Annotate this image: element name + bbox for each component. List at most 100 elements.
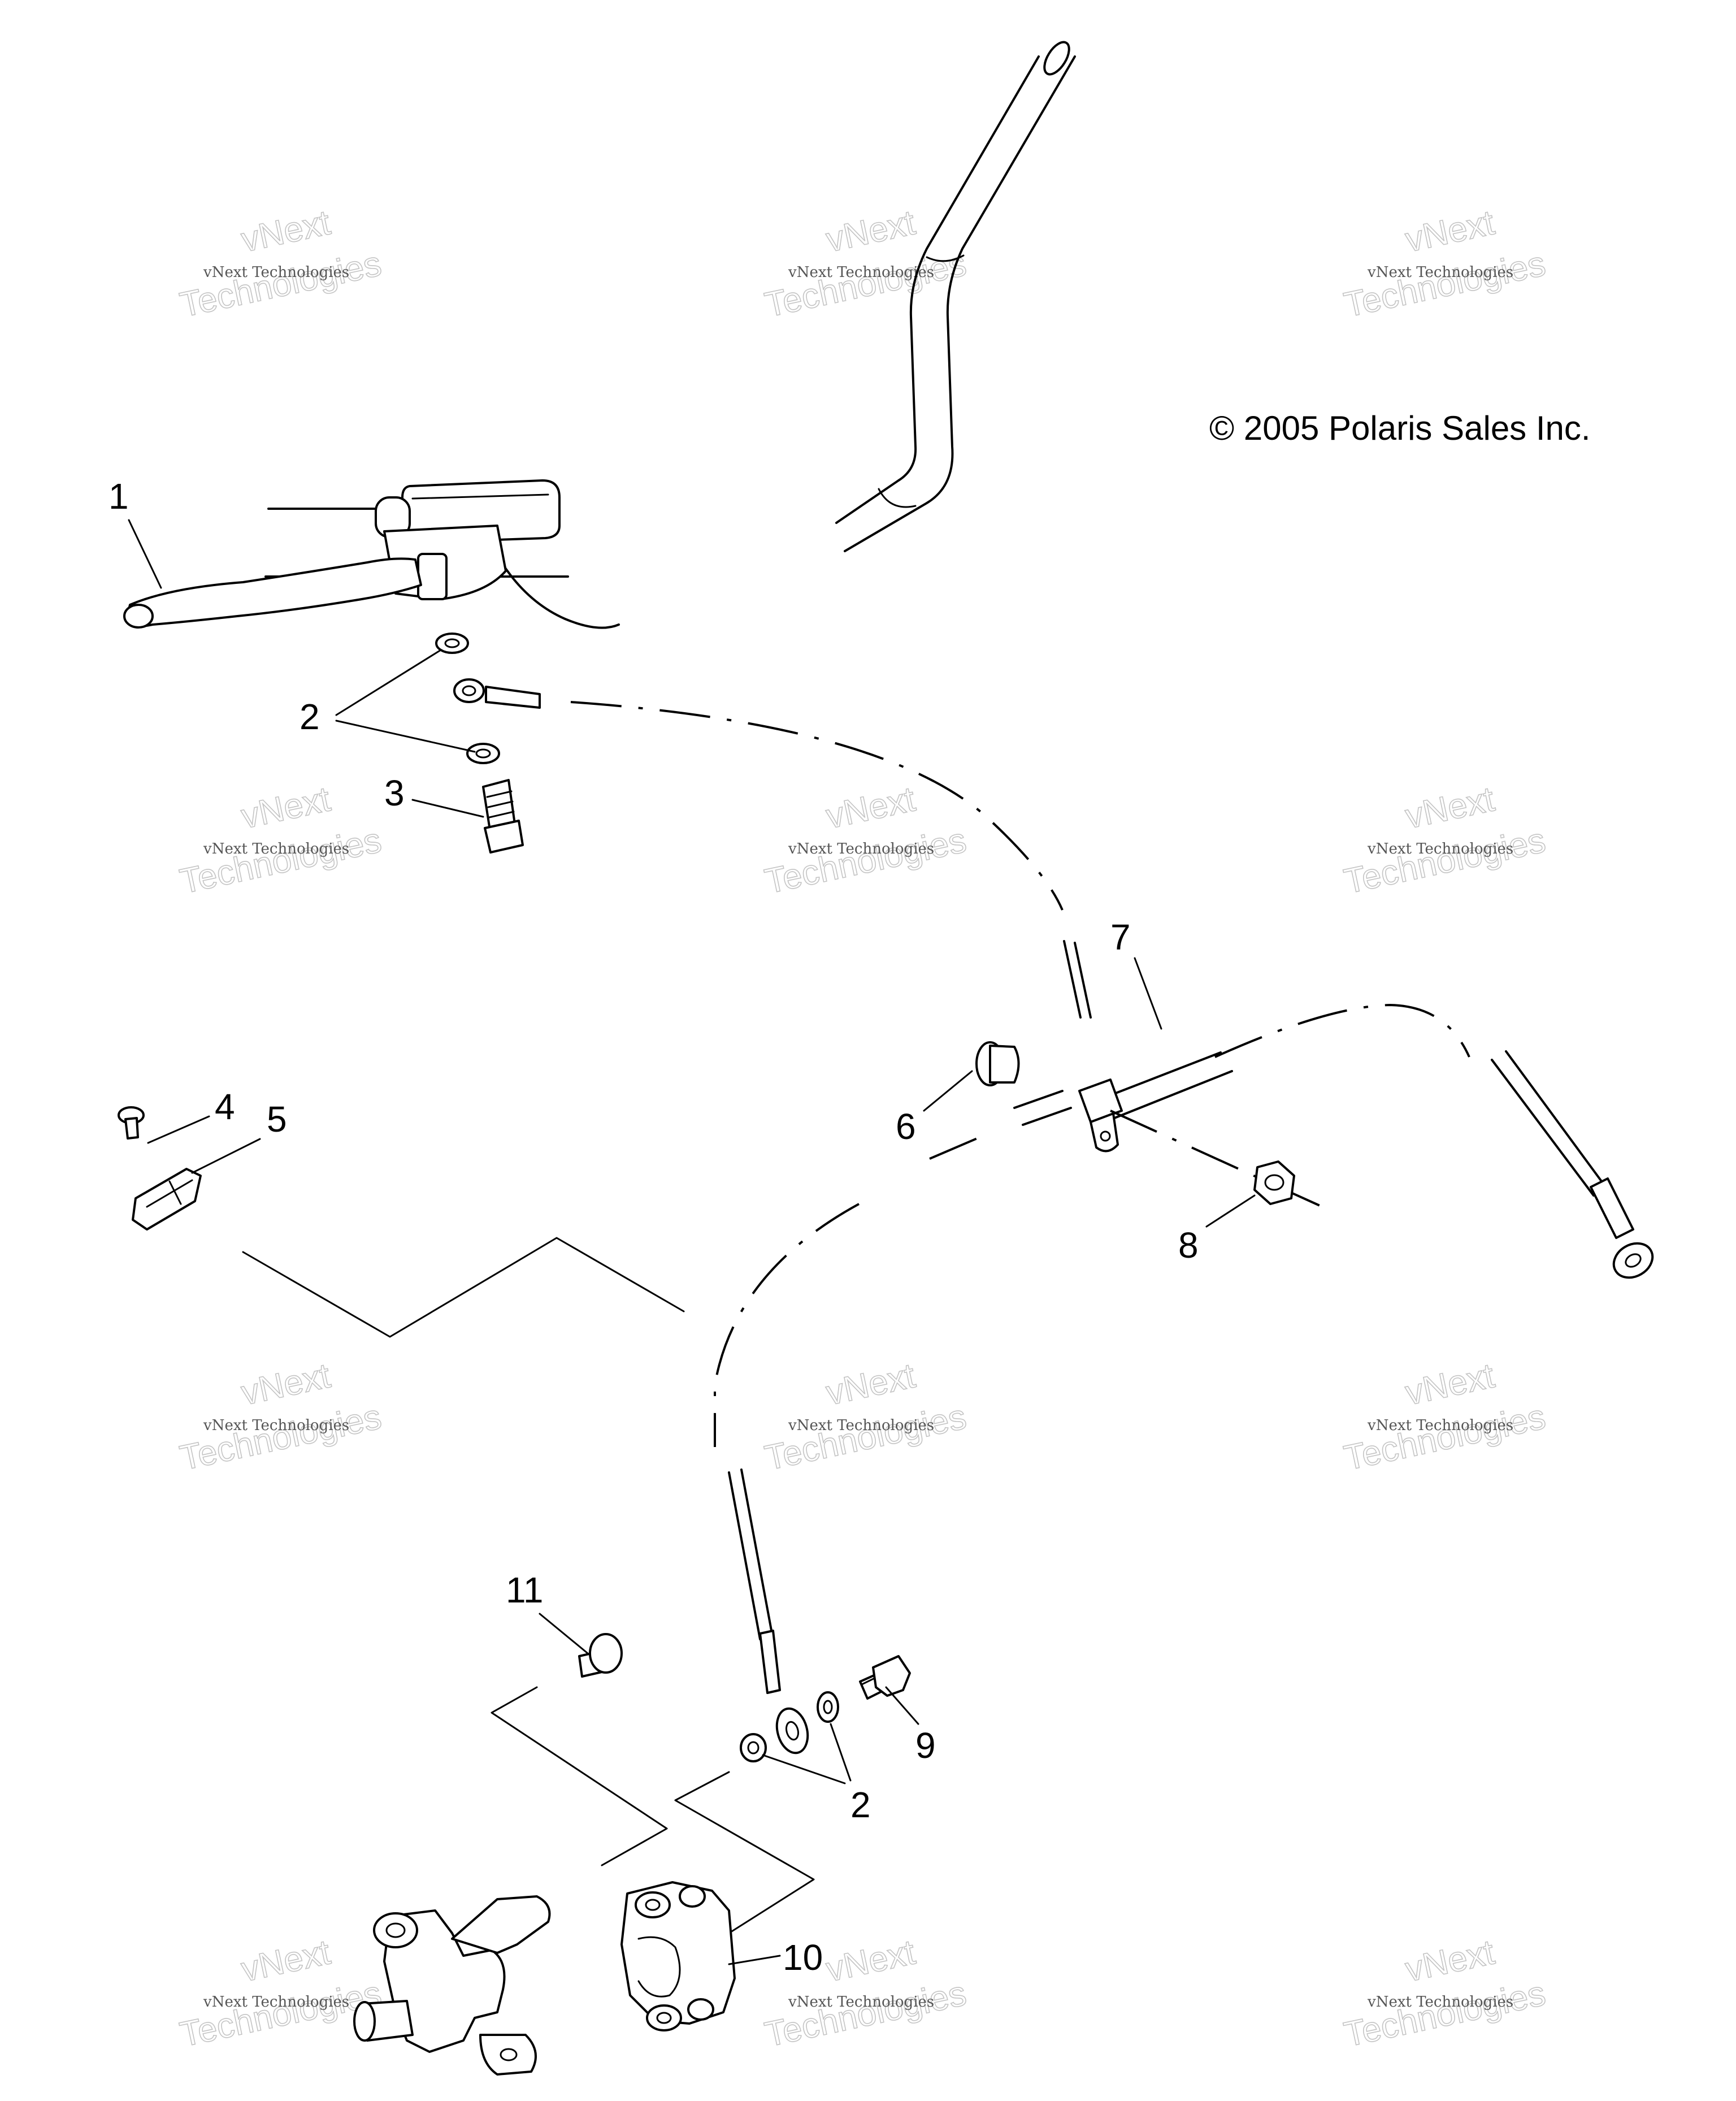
banjo-fitting-lower xyxy=(775,1707,809,1755)
svg-text:vNext Technologies: vNext Technologies xyxy=(788,264,934,281)
svg-text:Technologies: Technologies xyxy=(762,1397,970,1478)
svg-text:vNext Technologies: vNext Technologies xyxy=(203,1417,349,1434)
svg-text:vNext Technologies: vNext Technologies xyxy=(788,1994,934,2011)
svg-text:vNext: vNext xyxy=(823,779,918,836)
junction-bolt xyxy=(975,1041,1020,1086)
svg-text:vNext: vNext xyxy=(238,779,333,836)
callout-11: 11 xyxy=(506,1570,589,1654)
svg-text:Technologies: Technologies xyxy=(762,821,970,902)
banjo-bolt xyxy=(482,779,524,854)
svg-text:vNext: vNext xyxy=(1402,1933,1498,1989)
callout-3: 3 xyxy=(384,773,484,818)
callout-2-lower: 2 xyxy=(762,1723,871,1825)
svg-text:11: 11 xyxy=(506,1570,543,1610)
brake-line-junction xyxy=(1013,1003,1470,1208)
crush-washer-lower-a xyxy=(817,1691,839,1723)
svg-text:vNext: vNext xyxy=(238,203,333,259)
watermark: vNext Technologies vNext Technologies xyxy=(1340,1932,1550,2055)
svg-text:vNext: vNext xyxy=(823,1933,918,1989)
master-cylinder-lever xyxy=(123,479,561,629)
svg-text:vNext: vNext xyxy=(1402,779,1498,836)
brake-line-upper xyxy=(570,701,1092,1019)
crush-washer-lower-b xyxy=(740,1733,767,1762)
junction-nut xyxy=(1253,1160,1295,1205)
watermark: vNext Technologies vNext Technologies xyxy=(1340,779,1550,902)
svg-text:Technologies: Technologies xyxy=(762,1974,970,2055)
svg-text:vNext Technologies: vNext Technologies xyxy=(788,841,934,857)
svg-text:vNext Technologies: vNext Technologies xyxy=(1367,1994,1513,2011)
brake-line-right xyxy=(1491,1050,1654,1279)
brake-line-lower xyxy=(714,1132,989,1694)
clip-screw xyxy=(118,1106,145,1140)
svg-text:6: 6 xyxy=(896,1106,916,1147)
svg-text:Technologies: Technologies xyxy=(1341,244,1549,325)
watermark: vNext Technologies vNext Technologies xyxy=(1340,1355,1550,1478)
banjo-fitting-upper xyxy=(453,678,541,709)
svg-text:vNext Technologies: vNext Technologies xyxy=(1367,1417,1513,1434)
svg-text:Technologies: Technologies xyxy=(1341,1974,1549,2055)
assembly-leader-b xyxy=(674,1771,815,1934)
svg-text:1: 1 xyxy=(108,476,129,517)
callout-8: 8 xyxy=(1178,1194,1256,1266)
watermark: vNext Technologies vNext Technologies xyxy=(1340,202,1550,325)
watermark: vNext Technologies vNext Technologies xyxy=(176,1355,385,1478)
callout-6: 6 xyxy=(896,1070,973,1147)
svg-text:vNext: vNext xyxy=(238,1933,333,1989)
svg-text:vNext Technologies: vNext Technologies xyxy=(788,1417,934,1434)
svg-text:vNext Technologies: vNext Technologies xyxy=(203,1994,349,2011)
svg-text:Technologies: Technologies xyxy=(1341,1397,1549,1478)
copyright-text: © 2005 Polaris Sales Inc. xyxy=(1209,409,1591,447)
steering-knuckle xyxy=(353,1895,551,2076)
callout-9: 9 xyxy=(885,1686,936,1766)
crush-washer-upper-a xyxy=(435,633,469,654)
svg-text:10: 10 xyxy=(783,1937,823,1978)
callout-1: 1 xyxy=(108,476,162,589)
svg-text:vNext Technologies: vNext Technologies xyxy=(1367,841,1513,857)
svg-text:Technologies: Technologies xyxy=(177,244,385,325)
svg-text:vNext: vNext xyxy=(823,1356,918,1413)
watermark: vNext Technologies vNext Technologies xyxy=(761,1355,970,1478)
callout-4: 4 xyxy=(147,1086,235,1144)
svg-text:Technologies: Technologies xyxy=(177,821,385,902)
watermark: vNext Technologies vNext Technologies xyxy=(761,779,970,902)
watermark: vNext Technologies vNext Technologies xyxy=(176,1932,385,2055)
banjo-bolt-lower xyxy=(859,1655,911,1700)
svg-text:2: 2 xyxy=(300,696,320,737)
svg-text:vNext: vNext xyxy=(1402,203,1498,259)
svg-text:5: 5 xyxy=(267,1099,287,1140)
watermark-layer: vNext Technologies vNext Technologies vN… xyxy=(176,202,1550,2055)
brake-line-clip xyxy=(132,1168,202,1231)
svg-text:2: 2 xyxy=(850,1784,871,1825)
svg-text:9: 9 xyxy=(915,1725,936,1766)
clip-leader-zigzag xyxy=(242,1237,685,1338)
watermark: vNext Technologies vNext Technologies xyxy=(176,779,385,902)
handlebar xyxy=(264,41,1076,629)
brake-caliper xyxy=(620,1881,736,2031)
callout-10: 10 xyxy=(728,1937,823,1978)
svg-text:4: 4 xyxy=(215,1086,235,1127)
svg-text:vNext: vNext xyxy=(823,203,918,259)
caliper-mount-bolt xyxy=(578,1633,623,1678)
banjo-fitting-right xyxy=(1612,1242,1654,1279)
callout-2-upper: 2 xyxy=(300,649,476,753)
svg-text:3: 3 xyxy=(384,773,405,813)
callout-7: 7 xyxy=(1110,917,1162,1030)
svg-text:vNext Technologies: vNext Technologies xyxy=(1367,264,1513,281)
svg-text:Technologies: Technologies xyxy=(177,1974,385,2055)
callouts: 1 2 3 4 5 6 7 8 xyxy=(108,476,1256,1978)
watermark: vNext Technologies vNext Technologies xyxy=(176,202,385,325)
svg-text:vNext Technologies: vNext Technologies xyxy=(203,264,349,281)
svg-text:Technologies: Technologies xyxy=(177,1397,385,1478)
crush-washer-upper-b xyxy=(466,743,500,764)
svg-text:8: 8 xyxy=(1178,1225,1199,1266)
svg-text:vNext: vNext xyxy=(238,1356,333,1413)
svg-text:7: 7 xyxy=(1110,917,1131,958)
watermark: vNext Technologies vNext Technologies xyxy=(761,202,970,325)
svg-text:Technologies: Technologies xyxy=(762,244,970,325)
svg-text:Technologies: Technologies xyxy=(1341,821,1549,902)
svg-text:vNext: vNext xyxy=(1402,1356,1498,1413)
assembly-leader-a xyxy=(491,1686,668,1866)
callout-5: 5 xyxy=(191,1099,287,1174)
svg-text:vNext Technologies: vNext Technologies xyxy=(203,841,349,857)
